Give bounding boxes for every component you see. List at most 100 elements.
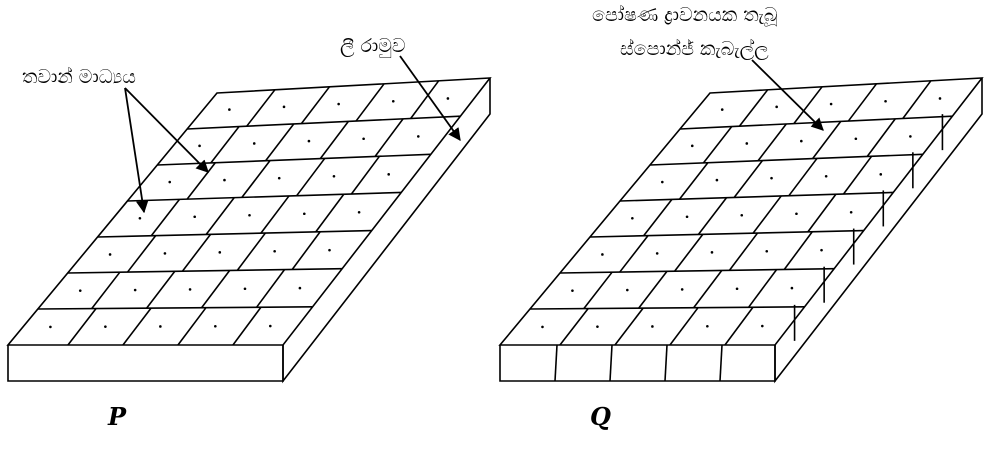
grid-cell-line <box>410 80 440 119</box>
seed-dot <box>685 215 689 219</box>
seed-dot <box>188 288 192 291</box>
seed-dot <box>715 178 719 182</box>
seed-dot <box>328 248 331 252</box>
grid-cell-line <box>614 307 644 346</box>
grid-cell-line <box>205 197 235 235</box>
seed-dot <box>228 108 231 111</box>
grid-cell-line <box>902 80 932 119</box>
grid-cell-line <box>241 160 271 198</box>
arrow-frame <box>399 55 461 142</box>
grid-cell-line <box>638 270 668 309</box>
grid-cell-line <box>126 235 157 273</box>
grid-cell-line <box>315 193 345 233</box>
grid-cell-line <box>150 198 181 237</box>
tray-p <box>6 77 492 384</box>
grid-row-line <box>589 229 864 238</box>
seed-dot <box>391 99 395 103</box>
seed-dot <box>765 249 769 253</box>
tray-q <box>498 77 984 384</box>
seed-dot <box>720 108 724 111</box>
label-sponge-line1: පෝෂණ ද්‍රාවනයක තැබූ <box>592 4 778 27</box>
panel-label-q: Q <box>590 402 611 431</box>
seed-dot <box>303 212 306 216</box>
seed-dot <box>163 252 167 255</box>
grid-cell-line <box>738 89 769 127</box>
grid-cell-line <box>866 118 896 157</box>
seed-dot <box>854 137 858 141</box>
grid-row-line <box>619 191 894 202</box>
seed-dot <box>631 216 634 220</box>
seed-dot <box>193 215 196 219</box>
grid-cell-line <box>842 155 873 195</box>
seed-dot <box>248 213 251 217</box>
grid-cell-line <box>236 232 266 271</box>
seed-dot <box>626 288 629 292</box>
grid-cell-line <box>783 231 813 270</box>
seed-dot <box>601 253 604 256</box>
seed-dot <box>745 142 749 145</box>
grid-cell-line <box>788 157 818 197</box>
grid-cell-line <box>67 308 97 346</box>
grid-row-line <box>67 267 343 274</box>
seed-dot <box>655 252 659 255</box>
seed-dot <box>710 251 714 254</box>
grid-cell-line <box>847 83 878 122</box>
grid-cell-line <box>181 233 212 272</box>
grid-cell-line <box>757 123 787 162</box>
front-partition <box>664 344 668 382</box>
seed-dot <box>198 144 201 148</box>
seed-dot <box>337 102 340 106</box>
grid-cell-line <box>693 269 723 309</box>
tray-front-face <box>499 345 776 382</box>
grid-cell-line <box>728 232 759 271</box>
grid-cell-line <box>733 160 764 198</box>
grid-cell-line <box>583 271 613 310</box>
front-partition <box>719 344 723 382</box>
tray-right-face <box>774 78 983 384</box>
grid-row-line <box>649 153 923 166</box>
seed-dot <box>829 102 833 106</box>
seed-dot <box>770 176 773 180</box>
grid-cell-line <box>350 155 381 195</box>
seed-dot <box>223 178 226 182</box>
arrow-medium-2 <box>124 87 149 214</box>
grid-cell-line <box>697 197 728 235</box>
grid-row-line <box>559 267 835 274</box>
grid-cell-line <box>807 193 837 233</box>
grid-cell-line <box>255 269 286 308</box>
seed-dot <box>790 286 794 290</box>
seed-dot <box>740 213 744 217</box>
seed-dot <box>133 288 137 292</box>
panel-label-p: P <box>107 402 127 431</box>
grid-cell-line <box>752 195 782 234</box>
grid-cell-line <box>793 86 823 125</box>
seed-dot <box>387 173 391 176</box>
grid-cell-line <box>200 269 231 309</box>
seed-dot <box>690 144 694 148</box>
seed-dot <box>800 139 803 143</box>
seed-dot <box>273 249 276 253</box>
grid-cell-line <box>264 123 295 162</box>
grid-row-line <box>37 306 313 310</box>
grid-row-line <box>187 115 461 130</box>
grid-cell-line <box>91 271 121 310</box>
grid-row-line <box>529 306 805 310</box>
label-wooden-frame: ලී රාමුව <box>340 35 406 58</box>
callout-arrows-q <box>751 59 824 131</box>
grid-cell-line <box>374 118 404 157</box>
label-seedling-medium: තවාන් මාධ්‍යය <box>22 66 136 88</box>
seed-dot <box>332 174 336 178</box>
tray-front-face <box>7 345 284 382</box>
seed-dot <box>307 139 311 143</box>
seed-dot <box>651 325 654 328</box>
seed-dot <box>680 288 684 291</box>
seed-dot <box>252 142 256 145</box>
grid-cell-line <box>619 235 649 273</box>
seed-dot <box>108 253 112 256</box>
seed-dot <box>661 180 664 184</box>
grid-row-line <box>97 229 372 238</box>
seed-dot <box>218 251 222 254</box>
seed-dot <box>446 97 450 100</box>
seed-dot <box>277 176 281 180</box>
grid-cell-line <box>146 270 176 309</box>
